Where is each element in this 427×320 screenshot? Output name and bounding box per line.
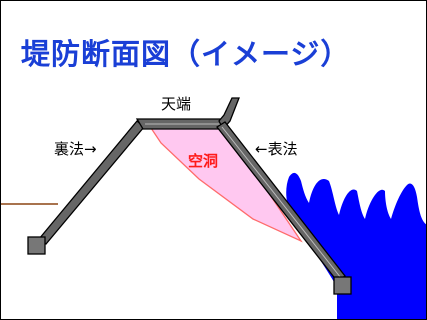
river-water bbox=[286, 172, 426, 319]
front-slope-label: ←表法 bbox=[255, 140, 298, 158]
front-slope-inner-line bbox=[221, 126, 342, 279]
diagram-title: 堤防断面図（イメージ） bbox=[21, 37, 351, 71]
back-slope-label: 裏法→ bbox=[54, 140, 97, 158]
crest-label: 天端 bbox=[161, 95, 191, 113]
cavity-label: 空洞 bbox=[188, 152, 218, 170]
back-toe-block bbox=[27, 236, 46, 255]
front-toe-block bbox=[333, 276, 352, 295]
